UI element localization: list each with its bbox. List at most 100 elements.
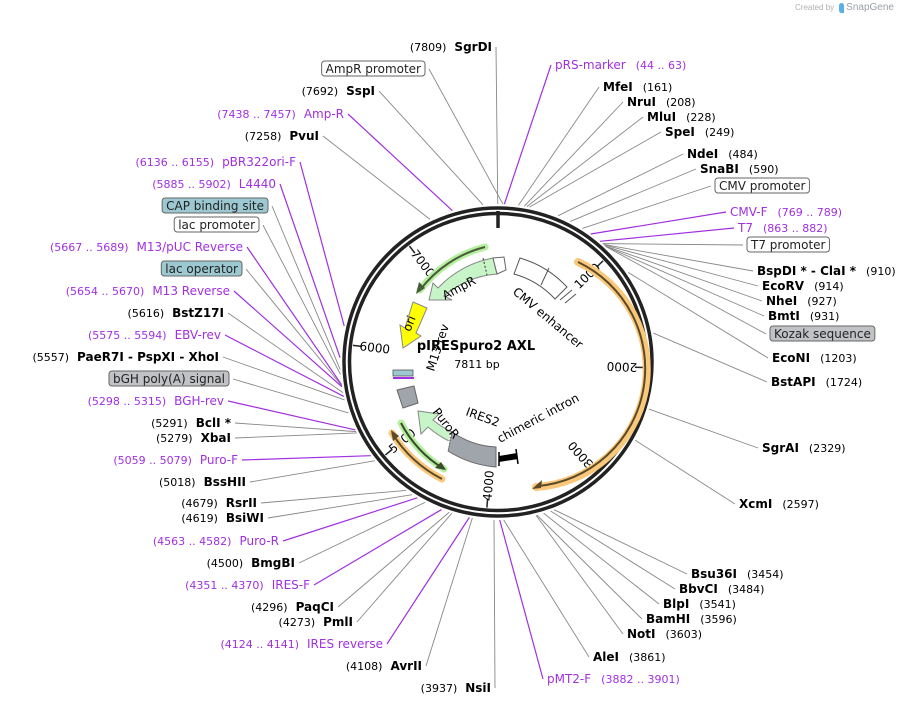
bgh-polya-feature[interactable] xyxy=(396,385,419,409)
ori-feature[interactable]: ori xyxy=(399,301,428,349)
enzyme-label[interactable]: (5018)BssHII xyxy=(159,475,246,489)
feature-label[interactable]: Kozak sequence xyxy=(769,325,876,342)
site-name: CMV-F xyxy=(730,205,768,219)
enzyme-label[interactable]: (5291)BclI * xyxy=(151,416,232,430)
enzyme-label[interactable]: (3937)NsiI xyxy=(421,681,491,695)
enzyme-label[interactable]: NotI(3603) xyxy=(627,627,702,641)
enzyme-label[interactable]: AleI(3861) xyxy=(593,650,666,664)
primer-label[interactable]: pRS-marker(44 .. 63) xyxy=(555,58,686,72)
primer-label[interactable]: (4563 .. 4582)Puro-R xyxy=(153,534,279,548)
enzyme-label[interactable]: EcoNI(1203) xyxy=(772,351,857,365)
chimeric-intron-label: chimeric intron xyxy=(495,391,582,446)
primer-label[interactable]: (5059 .. 5079)Puro-F xyxy=(113,453,238,467)
site-position: (769 .. 789) xyxy=(777,206,842,219)
enzyme-label[interactable]: (5616)BstZ17I xyxy=(128,306,224,320)
enzyme-label[interactable]: NdeI(484) xyxy=(687,147,758,161)
label-text: SgrAI(2329) xyxy=(762,441,845,455)
enzyme-label[interactable]: BamHI(3596) xyxy=(646,612,737,626)
primer-label[interactable]: (5667 .. 5689)M13/pUC Reverse xyxy=(50,240,243,254)
chimeric-intron-feature[interactable] xyxy=(498,448,519,466)
enzyme-label[interactable]: BstAPI(1724) xyxy=(771,375,862,389)
primer-label[interactable]: (5654 .. 5670)M13 Reverse xyxy=(66,284,230,298)
enzyme-label[interactable]: Bsu36I(3454) xyxy=(691,567,784,581)
orange-feature-arc[interactable] xyxy=(532,258,651,491)
ampr-primer-arrow[interactable] xyxy=(416,243,489,294)
primer-label[interactable]: (5298 .. 5315)BGH-rev xyxy=(88,394,224,408)
leader-line xyxy=(529,131,662,208)
ampr-feature[interactable] xyxy=(428,256,507,301)
lac-operator-feature[interactable] xyxy=(392,369,414,379)
site-position: (208) xyxy=(666,96,696,109)
site-position: (5885 .. 5902) xyxy=(152,178,231,191)
enzyme-label[interactable]: (4108)AvrII xyxy=(346,659,422,673)
leader-line xyxy=(503,64,552,205)
label-text: (5575 .. 5594)EBV-rev xyxy=(88,328,221,342)
enzyme-label[interactable]: NruI(208) xyxy=(627,95,696,109)
feature-label[interactable]: CAP binding site xyxy=(161,197,269,214)
cmv-enhancer-feature[interactable] xyxy=(513,257,577,304)
enzyme-label[interactable]: XcmI(2597) xyxy=(739,497,819,511)
leader-line xyxy=(503,519,590,658)
site-position: (4296) xyxy=(251,601,288,614)
primer-label[interactable]: (4124 .. 4141)IRES reverse xyxy=(220,637,383,651)
ires2-feature[interactable] xyxy=(446,431,497,468)
site-position: (5279) xyxy=(156,432,193,445)
feature-label[interactable]: lac operator xyxy=(160,260,243,277)
label-text: Bsu36I(3454) xyxy=(691,567,784,581)
feature-label[interactable]: T7 promoter xyxy=(746,236,830,253)
site-position: (5298 .. 5315) xyxy=(88,395,167,408)
feature-box xyxy=(108,370,230,387)
site-name: PvuI xyxy=(289,129,319,143)
enzyme-label[interactable]: (4273)PmlI xyxy=(279,615,353,629)
enzyme-label[interactable]: BspDI * - ClaI *(910) xyxy=(757,264,896,278)
enzyme-label[interactable]: MfeI(161) xyxy=(603,80,672,94)
enzyme-label[interactable]: BlpI(3541) xyxy=(663,597,736,611)
enzyme-label[interactable]: BmtI(931) xyxy=(768,309,839,323)
primer-label[interactable]: pMT2-F(3882 .. 3901) xyxy=(547,672,680,686)
feature-label[interactable]: CMV promoter xyxy=(714,177,810,194)
feature-label[interactable]: lac promoter xyxy=(173,216,260,233)
enzyme-label[interactable]: (4296)PaqCI xyxy=(251,600,334,614)
feature-label[interactable]: bGH poly(A) signal xyxy=(108,370,230,387)
leader-line xyxy=(526,116,644,208)
label-text: BstAPI(1724) xyxy=(771,375,862,389)
puro-primer-arrows[interactable] xyxy=(388,419,448,483)
enzyme-label[interactable]: (7809)SgrDI xyxy=(410,40,492,54)
enzyme-label[interactable]: NheI(927) xyxy=(766,294,837,308)
tick-mark xyxy=(384,448,393,456)
primer-label[interactable]: (6136 .. 6155)pBR322ori-F xyxy=(136,155,297,169)
primer-label[interactable]: (4351 .. 4370)IRES-F xyxy=(185,578,310,592)
leader-line xyxy=(262,224,341,375)
enzyme-label[interactable]: MluI(228) xyxy=(647,110,716,124)
site-position: (5018) xyxy=(159,476,196,489)
enzyme-label[interactable]: EcoRV(914) xyxy=(762,279,844,293)
enzyme-label[interactable]: SnaBI(590) xyxy=(700,162,779,176)
site-name: XbaI xyxy=(201,431,231,445)
feature-label[interactable]: AmpR promoter xyxy=(321,60,426,77)
primer-label[interactable]: (5575 .. 5594)EBV-rev xyxy=(88,328,221,342)
label-text: MluI(228) xyxy=(647,110,716,124)
primer-label[interactable]: (7438 .. 7457)Amp-R xyxy=(217,107,344,121)
label-text: BspDI * - ClaI *(910) xyxy=(757,264,896,278)
enzyme-label[interactable]: SgrAI(2329) xyxy=(762,441,845,455)
site-name: BspDI * - ClaI * xyxy=(757,264,857,278)
site-name: EBV-rev xyxy=(175,328,221,342)
enzyme-label[interactable]: (5279) XbaI xyxy=(156,431,231,445)
enzyme-label[interactable]: (7258)PvuI xyxy=(245,129,319,143)
enzyme-label[interactable]: (7692)SspI xyxy=(302,84,375,98)
enzyme-label[interactable]: (4619)BsiWI xyxy=(181,511,264,525)
enzyme-label[interactable]: (4679)RsrII xyxy=(181,496,257,510)
enzyme-label[interactable]: SpeI(249) xyxy=(665,125,734,139)
enzyme-label[interactable]: BbvCI(3484) xyxy=(679,582,764,596)
feature-box xyxy=(746,236,830,253)
snapgene-logo-icon xyxy=(839,2,845,13)
enzyme-label[interactable]: (4500)BmgBI xyxy=(207,556,295,570)
leader-line xyxy=(222,356,345,401)
site-name: Puro-R xyxy=(239,534,279,548)
puror-feature[interactable] xyxy=(417,410,453,442)
site-name: pMT2-F xyxy=(547,672,591,686)
primer-label[interactable]: T7(863 .. 882) xyxy=(737,221,828,235)
primer-label[interactable]: (5885 .. 5902)L4440 xyxy=(152,177,276,191)
enzyme-label[interactable]: (5557)PaeR7I - PspXI - XhoI xyxy=(32,350,219,364)
primer-label[interactable]: CMV-F (769 .. 789) xyxy=(730,205,842,219)
